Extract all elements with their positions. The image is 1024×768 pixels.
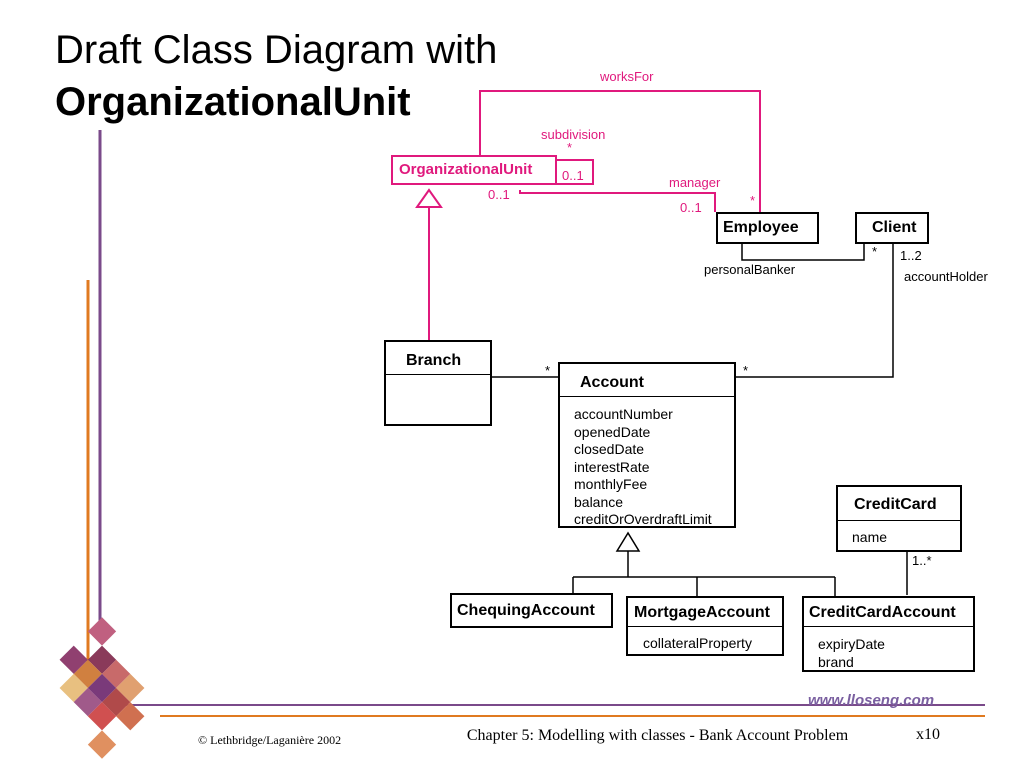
class-credit-card-account: CreditCardAccount expiryDate brand — [802, 596, 975, 672]
footer-copyright: © Lethbridge/Laganière 2002 — [198, 733, 342, 747]
cca-attr-expiry-date: expiryDate — [818, 636, 885, 652]
client-name: Client — [872, 219, 917, 236]
account-attr-balance: balance — [574, 493, 624, 510]
mortgage-account-name: MortgageAccount — [634, 604, 770, 621]
label-works-for-emp-mult: * — [750, 193, 756, 208]
class-employee: Employee — [716, 212, 819, 244]
label-works-for: worksFor — [600, 69, 654, 84]
label-branch-account-mult: * — [545, 363, 551, 378]
employee-name: Employee — [723, 219, 799, 236]
label-account-holder: accountHolder — [904, 269, 988, 284]
label-personal-banker: personalBanker — [704, 262, 796, 277]
label-subdivision: subdivision — [541, 127, 606, 142]
class-client: Client — [855, 212, 929, 244]
credit-card-account-name: CreditCardAccount — [809, 604, 956, 621]
account-attr-credit-limit: creditOrOverdraftLimit — [574, 511, 712, 527]
account-attr-interest-rate: interestRate — [574, 458, 650, 475]
account-attributes: accountNumber openedDate closedDate inte… — [574, 406, 712, 529]
label-credit-card-mult: 1..* — [912, 553, 932, 568]
account-attr-closed-date: closedDate — [574, 441, 645, 457]
account-attr-account-number: accountNumber — [574, 406, 673, 422]
account-attr-monthly-fee: monthlyFee — [574, 476, 648, 492]
label-client-star: * — [872, 244, 878, 259]
label-manager-emp-mult: 0..1 — [680, 200, 702, 215]
class-chequing-account: ChequingAccount — [450, 593, 613, 628]
account-holder-line — [736, 244, 894, 378]
branch-name: Branch — [406, 352, 462, 369]
credit-card-attr-name: name — [852, 529, 888, 545]
label-manager-org-mult: 0..1 — [488, 187, 510, 202]
slide-title-line1: Draft Class Diagram with — [55, 28, 498, 72]
decor-mosaic — [59, 617, 145, 759]
credit-card-separator — [838, 520, 960, 521]
label-account-client-mult: * — [743, 363, 749, 378]
label-manager: manager — [669, 175, 721, 190]
website-logo: www.lloseng.com — [808, 692, 935, 709]
personal-banker-line — [741, 244, 865, 261]
credit-card-name: CreditCard — [854, 496, 937, 513]
account-inherit-arrow — [615, 531, 641, 552]
account-separator — [560, 396, 734, 397]
organizational-unit-name: OrganizationalUnit — [399, 161, 533, 178]
label-subdivision-star: * — [567, 140, 573, 155]
slide-title-line2: OrganizationalUnit — [55, 80, 411, 124]
chequing-account-name: ChequingAccount — [457, 602, 595, 619]
label-subdivision-mult: 0..1 — [562, 168, 584, 183]
class-branch: Branch — [384, 340, 492, 426]
works-for-line — [479, 90, 761, 212]
class-credit-card: CreditCard name — [836, 485, 962, 552]
class-mortgage-account: MortgageAccount collateralProperty — [626, 596, 784, 656]
footer-slide-number: x10 — [916, 726, 940, 743]
credit-card-account-separator — [804, 626, 973, 627]
class-organizational-unit: OrganizationalUnit — [391, 155, 557, 185]
branch-separator — [386, 374, 490, 375]
manager-line — [519, 190, 716, 212]
cca-attr-brand: brand — [818, 653, 854, 670]
org-inherit-arrow — [415, 188, 443, 208]
account-attr-opened-date: openedDate — [574, 423, 651, 440]
mortgage-attr-collateral: collateralProperty — [643, 635, 752, 651]
mortgage-account-separator — [628, 626, 782, 627]
class-account: Account accountNumber openedDate closedD… — [558, 362, 736, 528]
credit-card-account-attributes: expiryDate brand — [818, 636, 885, 671]
subdivision-line — [556, 159, 594, 185]
footer-chapter: Chapter 5: Modelling with classes - Bank… — [466, 727, 849, 744]
account-name: Account — [580, 374, 644, 391]
label-client-holder-mult: 1..2 — [900, 248, 922, 263]
